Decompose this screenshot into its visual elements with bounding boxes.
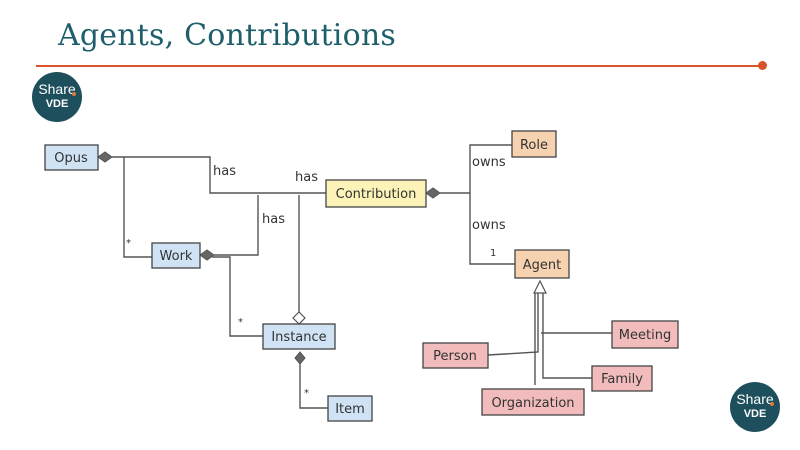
family-box: Family: [591, 365, 653, 392]
connector-lines: [112, 144, 612, 409]
agent-label: Agent: [523, 258, 561, 273]
opus-diamond: [97, 151, 113, 163]
instance-open-diamond: [292, 311, 306, 325]
label-multiplicity-work: *: [126, 238, 131, 249]
slide-title: Agents, Contributions: [58, 18, 396, 53]
meeting-label: Meeting: [619, 328, 671, 343]
label-multiplicity-item: *: [304, 388, 309, 399]
organization-label: Organization: [491, 396, 574, 411]
item-box: Item: [327, 395, 373, 422]
opus-box: Opus: [44, 144, 99, 171]
instance-item-diamond: [294, 351, 306, 365]
aggregation-markers: [97, 151, 547, 365]
contribution-label: Contribution: [336, 187, 417, 202]
role-box: Role: [511, 130, 557, 158]
meeting-box: Meeting: [611, 320, 679, 349]
person-agent-line: [487, 292, 539, 356]
agent-box: Agent: [514, 249, 570, 279]
label-owns-agent: owns: [472, 218, 506, 233]
work-label: Work: [160, 249, 193, 264]
family-agent-line: [542, 292, 592, 379]
label-multiplicity-one: 1: [490, 248, 496, 259]
opus-work-line: [123, 157, 152, 258]
logo-bottom-line2: VDE: [743, 408, 767, 420]
organization-box: Organization: [481, 388, 585, 416]
role-label: Role: [520, 138, 548, 153]
work-instance-line: [212, 256, 263, 337]
title-divider-dot: [758, 61, 767, 70]
sharevde-logo-top: Share VDE: [32, 72, 82, 122]
logo-bottom-accent-dot: [770, 402, 774, 406]
person-label: Person: [433, 349, 477, 364]
label-multiplicity-instance: *: [238, 317, 243, 328]
family-label: Family: [601, 372, 643, 387]
contribution-role-line: [440, 144, 512, 194]
person-box: Person: [422, 342, 489, 369]
opus-label: Opus: [54, 151, 88, 166]
relationship-labels: has has has owns owns 1 * * *: [126, 155, 506, 399]
instance-label: Instance: [271, 330, 326, 345]
logo-bottom-line1: Share: [736, 391, 774, 407]
logo-top-line1: Share: [38, 81, 76, 97]
label-has-opus: has: [213, 164, 236, 179]
instance-box: Instance: [262, 323, 336, 350]
agent-generalization-arrow: [533, 279, 547, 294]
contribution-box: Contribution: [325, 179, 427, 208]
sharevde-logo-bottom: Share VDE: [730, 382, 780, 432]
work-contribution-line: [214, 195, 259, 256]
work-box: Work: [151, 242, 201, 269]
title-divider: [36, 65, 762, 67]
instance-item-line: [299, 360, 328, 409]
contribution-agent-line: [469, 193, 515, 265]
work-diamond: [199, 249, 215, 261]
logo-top-line2: VDE: [45, 98, 69, 110]
logo-top-accent-dot: [72, 92, 76, 96]
label-owns-role: owns: [472, 155, 506, 170]
class-boxes: Opus Work Instance Item Contribution Rol…: [44, 130, 679, 422]
opus-contribution-line: [112, 156, 326, 194]
label-has-work: has: [262, 212, 285, 227]
item-label: Item: [335, 402, 365, 417]
label-has-contribution: has: [295, 170, 318, 185]
contribution-diamond: [425, 187, 441, 199]
